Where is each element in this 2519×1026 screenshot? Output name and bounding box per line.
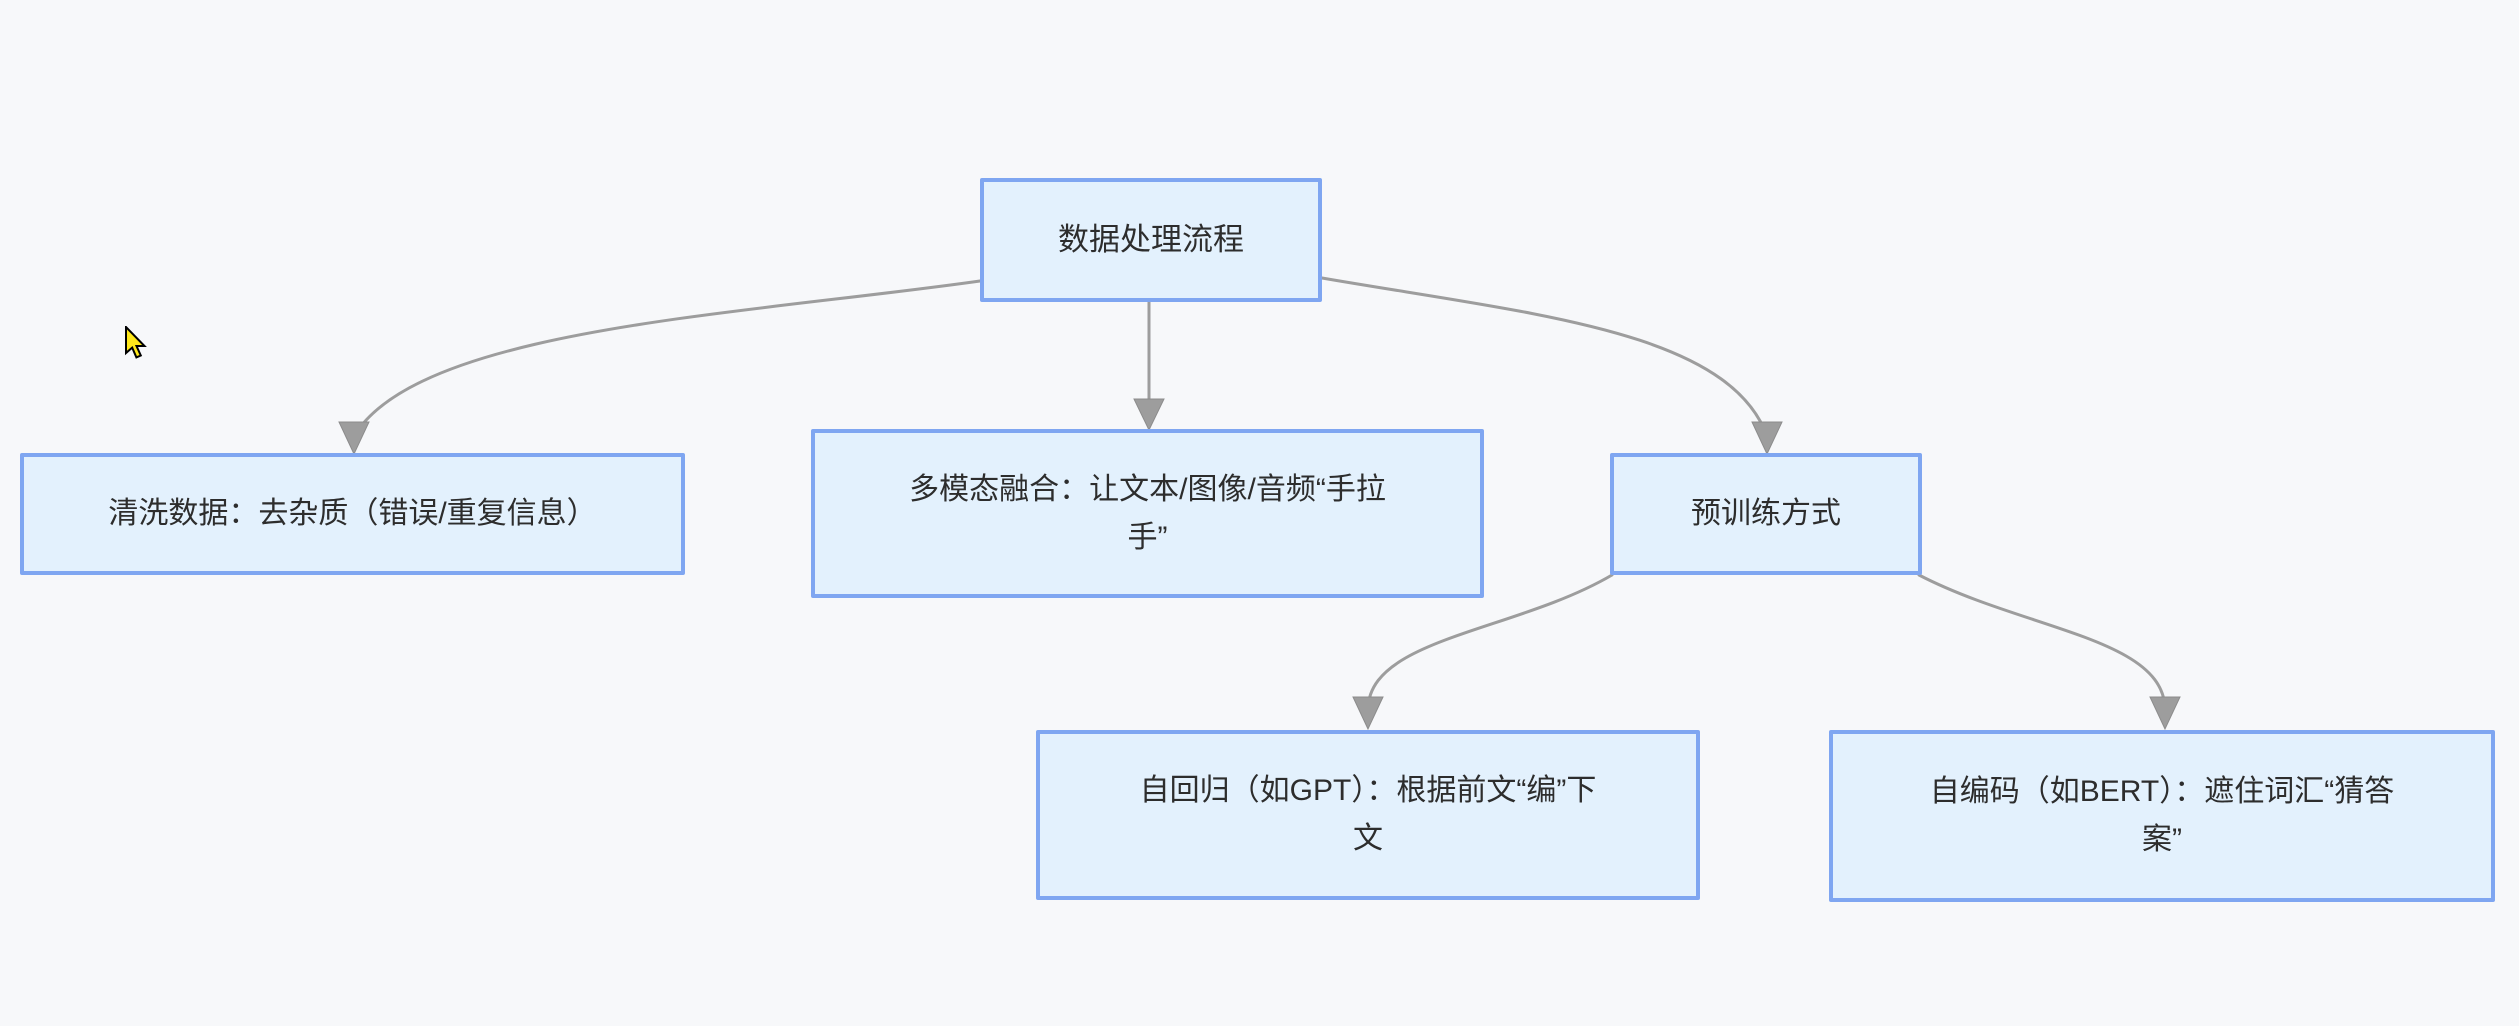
arrowhead-root-clean-icon — [338, 421, 370, 456]
node-label: 预训练方式 — [1691, 497, 1841, 530]
node-label: 数据处理流程 — [1058, 222, 1244, 257]
node-label: 自回归（如GPT）：根据前文“编”下 文 — [1139, 774, 1597, 855]
arrowhead-pretrain-autoencode-icon — [2149, 696, 2181, 731]
node-autoencoding-bert[interactable]: 自编码（如BERT）：遮住词汇“猜答 案” — [1829, 730, 2495, 902]
node-label: 清洗数据：去杂质（错误/重复信息） — [108, 497, 597, 530]
edge-root-pretrain — [1320, 276, 1769, 438]
node-label: 多模态融合：让文本/图像/音频“手拉 手” — [909, 472, 1386, 554]
edge-root-clean — [352, 279, 982, 438]
arrowhead-root-multimodal-icon — [1133, 398, 1165, 432]
node-autoregressive-gpt[interactable]: 自回归（如GPT）：根据前文“编”下 文 — [1036, 730, 1700, 900]
node-pretraining-methods[interactable]: 预训练方式 — [1610, 453, 1922, 575]
node-clean-data[interactable]: 清洗数据：去杂质（错误/重复信息） — [20, 453, 685, 575]
edge-pretrain-autoencode — [1917, 573, 2167, 712]
node-multimodal-fusion[interactable]: 多模态融合：让文本/图像/音频“手拉 手” — [811, 429, 1484, 598]
arrowhead-root-pretrain-icon — [1751, 421, 1783, 456]
node-label: 自编码（如BERT）：遮住词汇“猜答 案” — [1929, 775, 2395, 856]
arrowhead-pretrain-autoregressive-icon — [1352, 696, 1384, 731]
mouse-cursor-icon — [125, 326, 147, 359]
node-data-processing-flow[interactable]: 数据处理流程 — [980, 178, 1322, 302]
